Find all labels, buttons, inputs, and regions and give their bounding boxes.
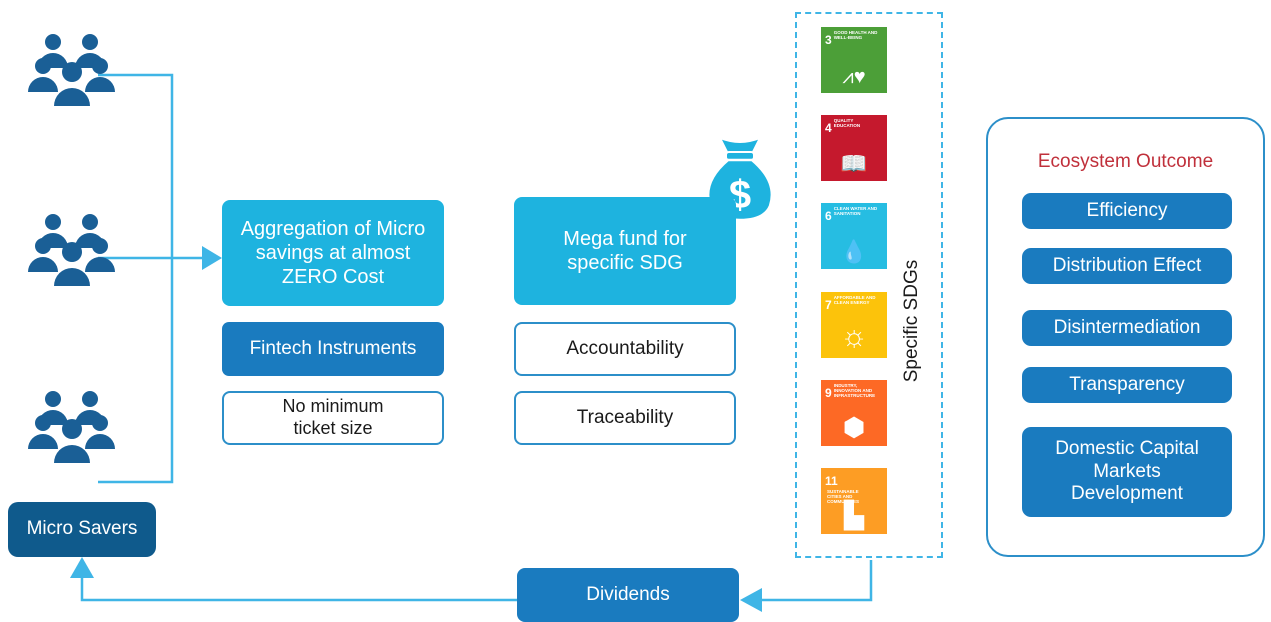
ticket-size-label: No minimum ticket size	[282, 396, 384, 438]
dividends-label: Dividends	[586, 583, 670, 605]
sdg-column-label: Specific SDGs	[901, 259, 922, 383]
city-icon: ▙	[844, 500, 864, 530]
people-group-icon	[28, 34, 115, 106]
traceability-label: Traceability	[576, 406, 674, 428]
sdg-4-tile: 4QUALITY EDUCATION 📖	[821, 115, 887, 181]
sdg-6-tile: 6CLEAN WATER AND SANITATION 💧	[821, 203, 887, 269]
outcome-efficiency: Efficiency	[1022, 193, 1232, 229]
outcome-transparency: Transparency	[1022, 367, 1232, 403]
sdg-11-tile: 11SUSTAINABLE CITIES AND COMMUNITIES ▙	[821, 468, 887, 534]
accountability-box: Accountability	[514, 322, 736, 376]
outcome-distribution-effect: Distribution Effect	[1022, 248, 1232, 284]
outcome-domestic-capital-markets: Domestic Capital Markets Development	[1022, 427, 1232, 517]
cubes-icon: ⬢	[842, 412, 866, 442]
ecosystem-outcome-title: Ecosystem Outcome	[1037, 151, 1214, 172]
traceability-box: Traceability	[514, 391, 736, 445]
ecosystem-outcome-panel: Ecosystem Outcome Efficiency Distributio…	[986, 117, 1265, 557]
people-group-icon	[28, 391, 115, 463]
book-icon: 📖	[840, 151, 868, 176]
fintech-instruments-label: Fintech Instruments	[249, 337, 417, 359]
dividends-box: Dividends	[517, 568, 739, 622]
sun-icon: ☼	[840, 320, 868, 353]
micro-savers-box: Micro Savers	[8, 502, 156, 557]
outcome-disintermediation: Disintermediation	[1022, 310, 1232, 346]
ticket-size-box: No minimum ticket size	[222, 391, 444, 445]
water-icon: 💧	[840, 239, 868, 264]
sdg-column-frame	[795, 12, 943, 558]
heartbeat-icon: ⩘♥	[842, 66, 866, 88]
sdg-9-tile: 9INDUSTRY, INNOVATION AND INFRASTRUCTURE…	[821, 380, 887, 446]
aggregation-box: Aggregation of Micro savings at almost Z…	[222, 200, 444, 306]
mega-fund-text: Mega fund for specific SDG	[563, 228, 687, 274]
fintech-instruments-box: Fintech Instruments	[222, 322, 444, 376]
sdg-7-tile: 7AFFORDABLE AND CLEAN ENERGY ☼	[821, 292, 887, 358]
accountability-label: Accountability	[566, 337, 684, 359]
mega-fund-box: Mega fund for specific SDG	[514, 197, 736, 305]
people-group-icon	[28, 214, 115, 286]
sdg-3-tile: 3GOOD HEALTH AND WELL-BEING ⩘♥	[821, 27, 887, 93]
micro-savers-label: Micro Savers	[26, 518, 138, 540]
aggregation-text: Aggregation of Micro savings at almost Z…	[240, 218, 426, 288]
